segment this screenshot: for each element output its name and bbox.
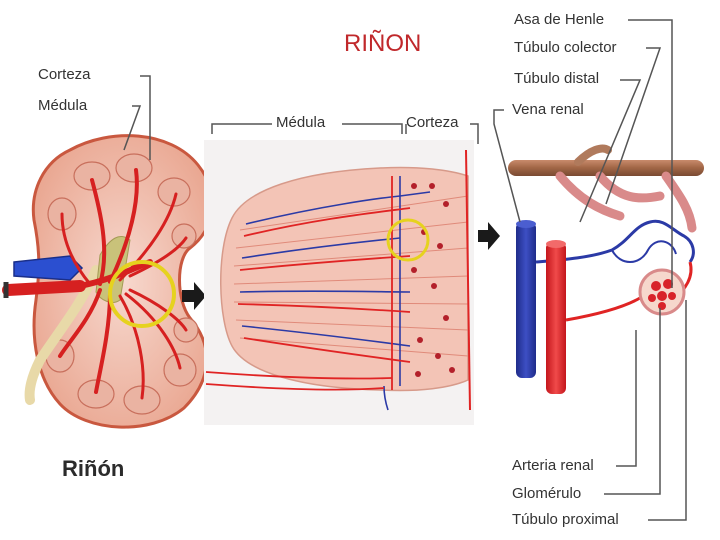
nephron-label-bottom: Glomérulo xyxy=(512,485,582,502)
nephron-label-top: Asa de Henle xyxy=(514,11,605,28)
section-edge-vessel xyxy=(465,149,471,411)
capillaries-venous xyxy=(535,219,695,264)
glomerulus-tuft xyxy=(648,279,676,310)
tubules xyxy=(555,171,697,233)
nephron-label-top: Túbulo colector xyxy=(514,39,617,56)
label-cortex: Corteza xyxy=(38,66,91,83)
nephron-label-bottom: Túbulo proximal xyxy=(512,511,619,528)
vertical-vein xyxy=(516,222,536,378)
arrow-kidney-to-section xyxy=(182,282,206,310)
nephron-label-bottom: Arteria renal xyxy=(512,457,594,474)
ureter xyxy=(24,265,101,405)
kidney-highlight-circle xyxy=(108,260,176,328)
renal-vein xyxy=(13,255,84,281)
section-drawing xyxy=(204,123,479,425)
kidney-caption: Riñón xyxy=(62,456,125,481)
vertical-artery-top xyxy=(546,240,566,248)
kidney-leader-lines xyxy=(123,75,151,160)
nephron-label-top: Vena renal xyxy=(512,101,584,118)
section-highlight-circle xyxy=(386,218,430,262)
slide-title: RIÑON xyxy=(344,30,422,57)
vertical-artery xyxy=(546,242,566,394)
nephron-label-top: Túbulo distal xyxy=(514,70,600,87)
medullary-rays xyxy=(233,195,469,357)
kidney-drawing xyxy=(2,75,214,429)
section-brackets xyxy=(211,123,479,144)
flow-arrows xyxy=(182,222,500,310)
collecting-tubule-top xyxy=(574,144,612,166)
capillaries-venous-loop xyxy=(611,240,677,263)
renal-artery xyxy=(2,280,86,296)
nephron-drawing xyxy=(493,19,704,521)
label-medulla: Médula xyxy=(38,97,88,114)
section-label-medulla: Médula xyxy=(276,114,326,131)
capillaries-arterial xyxy=(565,296,641,322)
section-label-cortex: Corteza xyxy=(406,114,459,131)
renal-vein-pipe xyxy=(508,160,704,176)
vertical-vein-top xyxy=(516,220,536,228)
section-tissue xyxy=(220,166,469,392)
arrow-section-to-nephron xyxy=(478,222,500,250)
nephron-leader-lines xyxy=(493,19,687,521)
